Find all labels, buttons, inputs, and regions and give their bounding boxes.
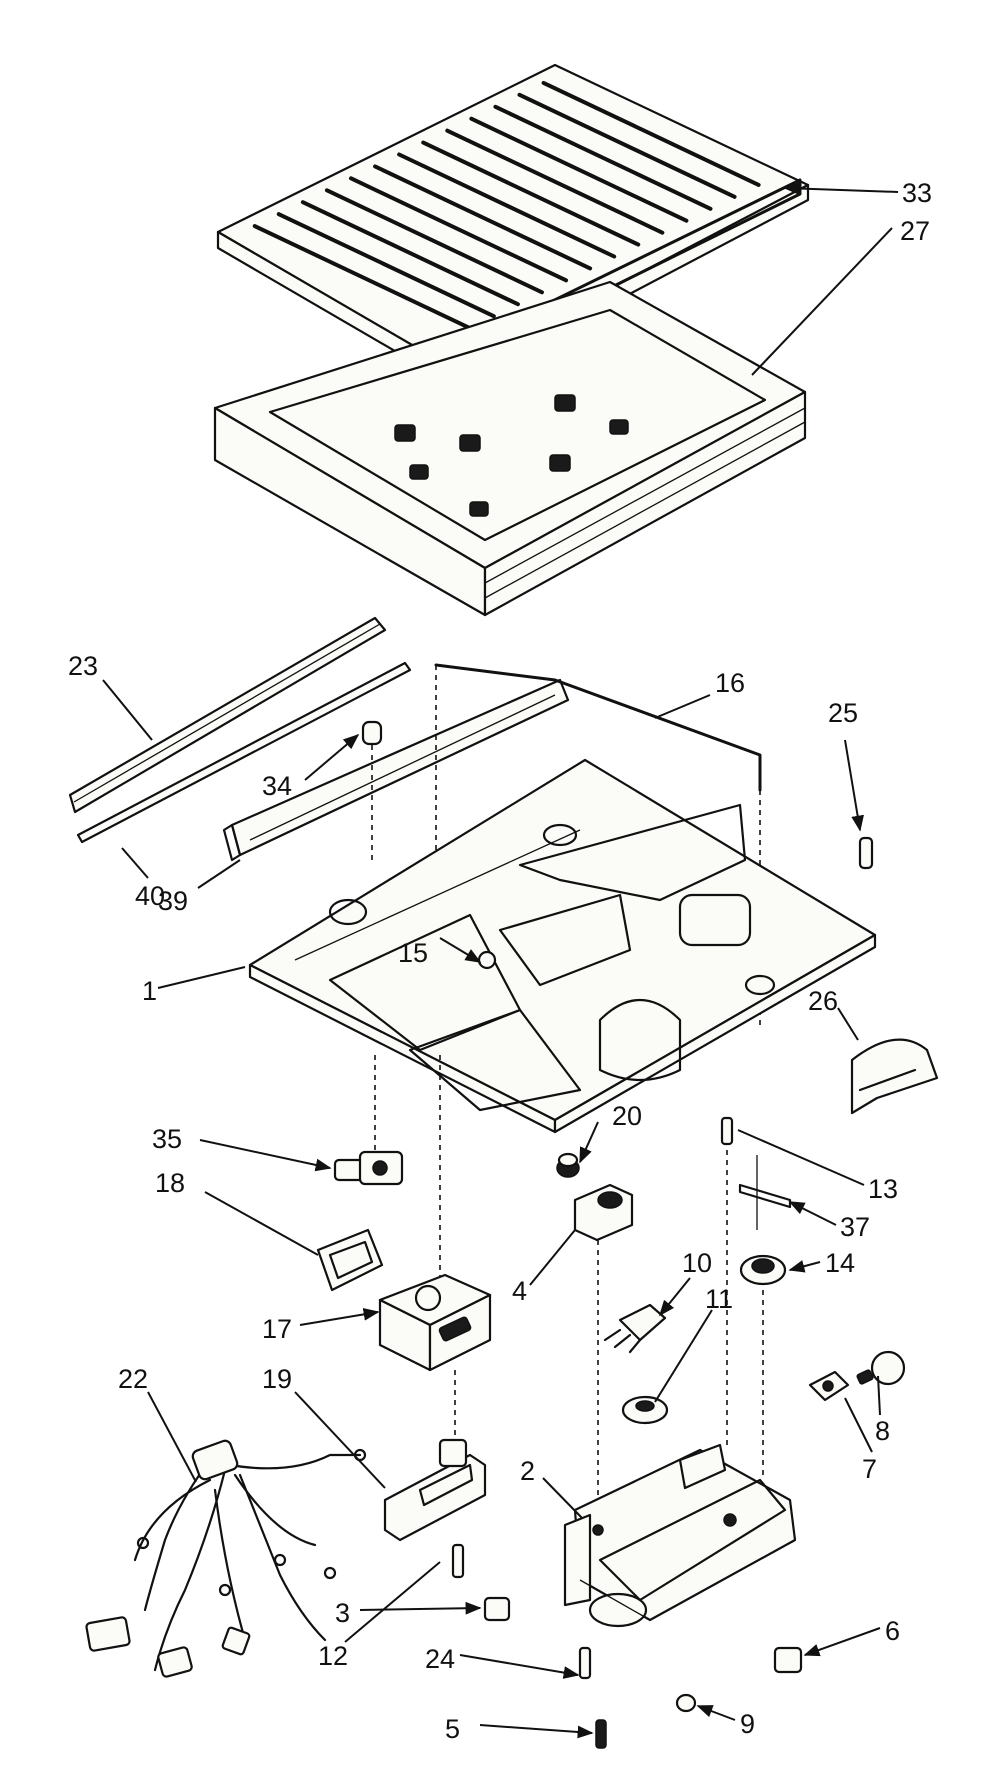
callout-9: 9 xyxy=(740,1709,755,1739)
callout-27: 27 xyxy=(900,216,930,246)
pin-part-25 xyxy=(858,836,874,870)
callout-20: 20 xyxy=(612,1101,642,1131)
callout-37: 37 xyxy=(840,1212,870,1242)
cap-part-6 xyxy=(773,1646,803,1674)
nut-part-20 xyxy=(556,1152,580,1178)
damper-part-26 xyxy=(850,1038,939,1115)
grille-slat xyxy=(276,212,496,319)
panel-part-1 xyxy=(248,758,877,1134)
grille-slat xyxy=(517,92,737,199)
housing-part-2 xyxy=(563,1443,797,1628)
grille-slat xyxy=(252,224,472,331)
grille-slat xyxy=(541,80,761,187)
plug-part-34 xyxy=(361,720,383,860)
washer-part-9 xyxy=(675,1693,697,1713)
callout-26: 26 xyxy=(808,986,838,1016)
screw-part-24 xyxy=(578,1646,592,1680)
callout-15: 15 xyxy=(398,938,428,968)
grille-part-33 xyxy=(216,63,810,388)
callout-12: 12 xyxy=(318,1641,348,1671)
grille-slat xyxy=(373,164,593,271)
control-box-part-17 xyxy=(378,1055,492,1372)
disc-part-11 xyxy=(621,1395,669,1425)
grommet-part-14 xyxy=(739,1254,787,1480)
callout-labels: 33 27 23 16 25 34 40 39 1 15 26 35 20 18… xyxy=(68,178,932,1744)
callout-5: 5 xyxy=(445,1714,460,1744)
clip-part-37 xyxy=(738,1155,792,1230)
callout-4: 4 xyxy=(512,1276,527,1306)
callout-10: 10 xyxy=(682,1248,712,1278)
screw-part-15 xyxy=(477,950,497,970)
screw-part-5 xyxy=(595,1719,607,1749)
fitting-part-35 xyxy=(333,1055,404,1186)
strip-part-40 xyxy=(76,661,412,844)
callout-22: 22 xyxy=(118,1364,148,1394)
callout-3: 3 xyxy=(335,1598,350,1628)
callout-34: 34 xyxy=(262,771,292,801)
callout-13: 13 xyxy=(868,1174,898,1204)
callout-23: 23 xyxy=(68,651,98,681)
callout-24: 24 xyxy=(425,1644,455,1674)
grille-slat xyxy=(421,140,641,247)
callout-33: 33 xyxy=(902,178,932,208)
callout-39: 39 xyxy=(158,886,188,916)
grille-slat xyxy=(397,152,617,259)
grille-slat xyxy=(469,116,689,223)
gasket-part-18 xyxy=(316,1228,384,1292)
callout-35: 35 xyxy=(152,1124,182,1154)
callout-18: 18 xyxy=(155,1168,185,1198)
strip-part-23 xyxy=(68,616,387,814)
callout-40: 40 xyxy=(135,881,165,911)
callout-6: 6 xyxy=(885,1616,900,1646)
mount-part-4 xyxy=(573,1183,634,1510)
callout-7: 7 xyxy=(862,1454,877,1484)
leader-lines xyxy=(102,182,899,1739)
callout-19: 19 xyxy=(262,1364,292,1394)
bulb-part-8 xyxy=(856,1350,906,1386)
callout-1: 1 xyxy=(142,976,157,1006)
grille-slat xyxy=(300,200,520,307)
callout-16: 16 xyxy=(715,668,745,698)
callout-14: 14 xyxy=(825,1248,855,1278)
callout-17: 17 xyxy=(262,1314,292,1344)
callout-8: 8 xyxy=(875,1416,890,1446)
callout-2: 2 xyxy=(520,1456,535,1486)
screw-part-13 xyxy=(720,1116,734,1450)
grille-slat xyxy=(493,104,713,211)
harness-part-22 xyxy=(85,1439,367,1678)
grille-slat xyxy=(445,128,665,235)
grille-slat xyxy=(324,188,544,295)
screw-part-12 xyxy=(451,1543,465,1579)
grille-slat xyxy=(349,176,569,283)
bracket-part-19 xyxy=(383,1370,487,1542)
socket-part-7 xyxy=(808,1370,850,1402)
grommet-part-3 xyxy=(483,1596,511,1622)
frame-part-27 xyxy=(213,280,807,617)
callout-11: 11 xyxy=(705,1284,733,1314)
switch-part-10 xyxy=(603,1303,667,1354)
trough-part-39 xyxy=(222,678,570,862)
callout-25: 25 xyxy=(828,698,858,728)
